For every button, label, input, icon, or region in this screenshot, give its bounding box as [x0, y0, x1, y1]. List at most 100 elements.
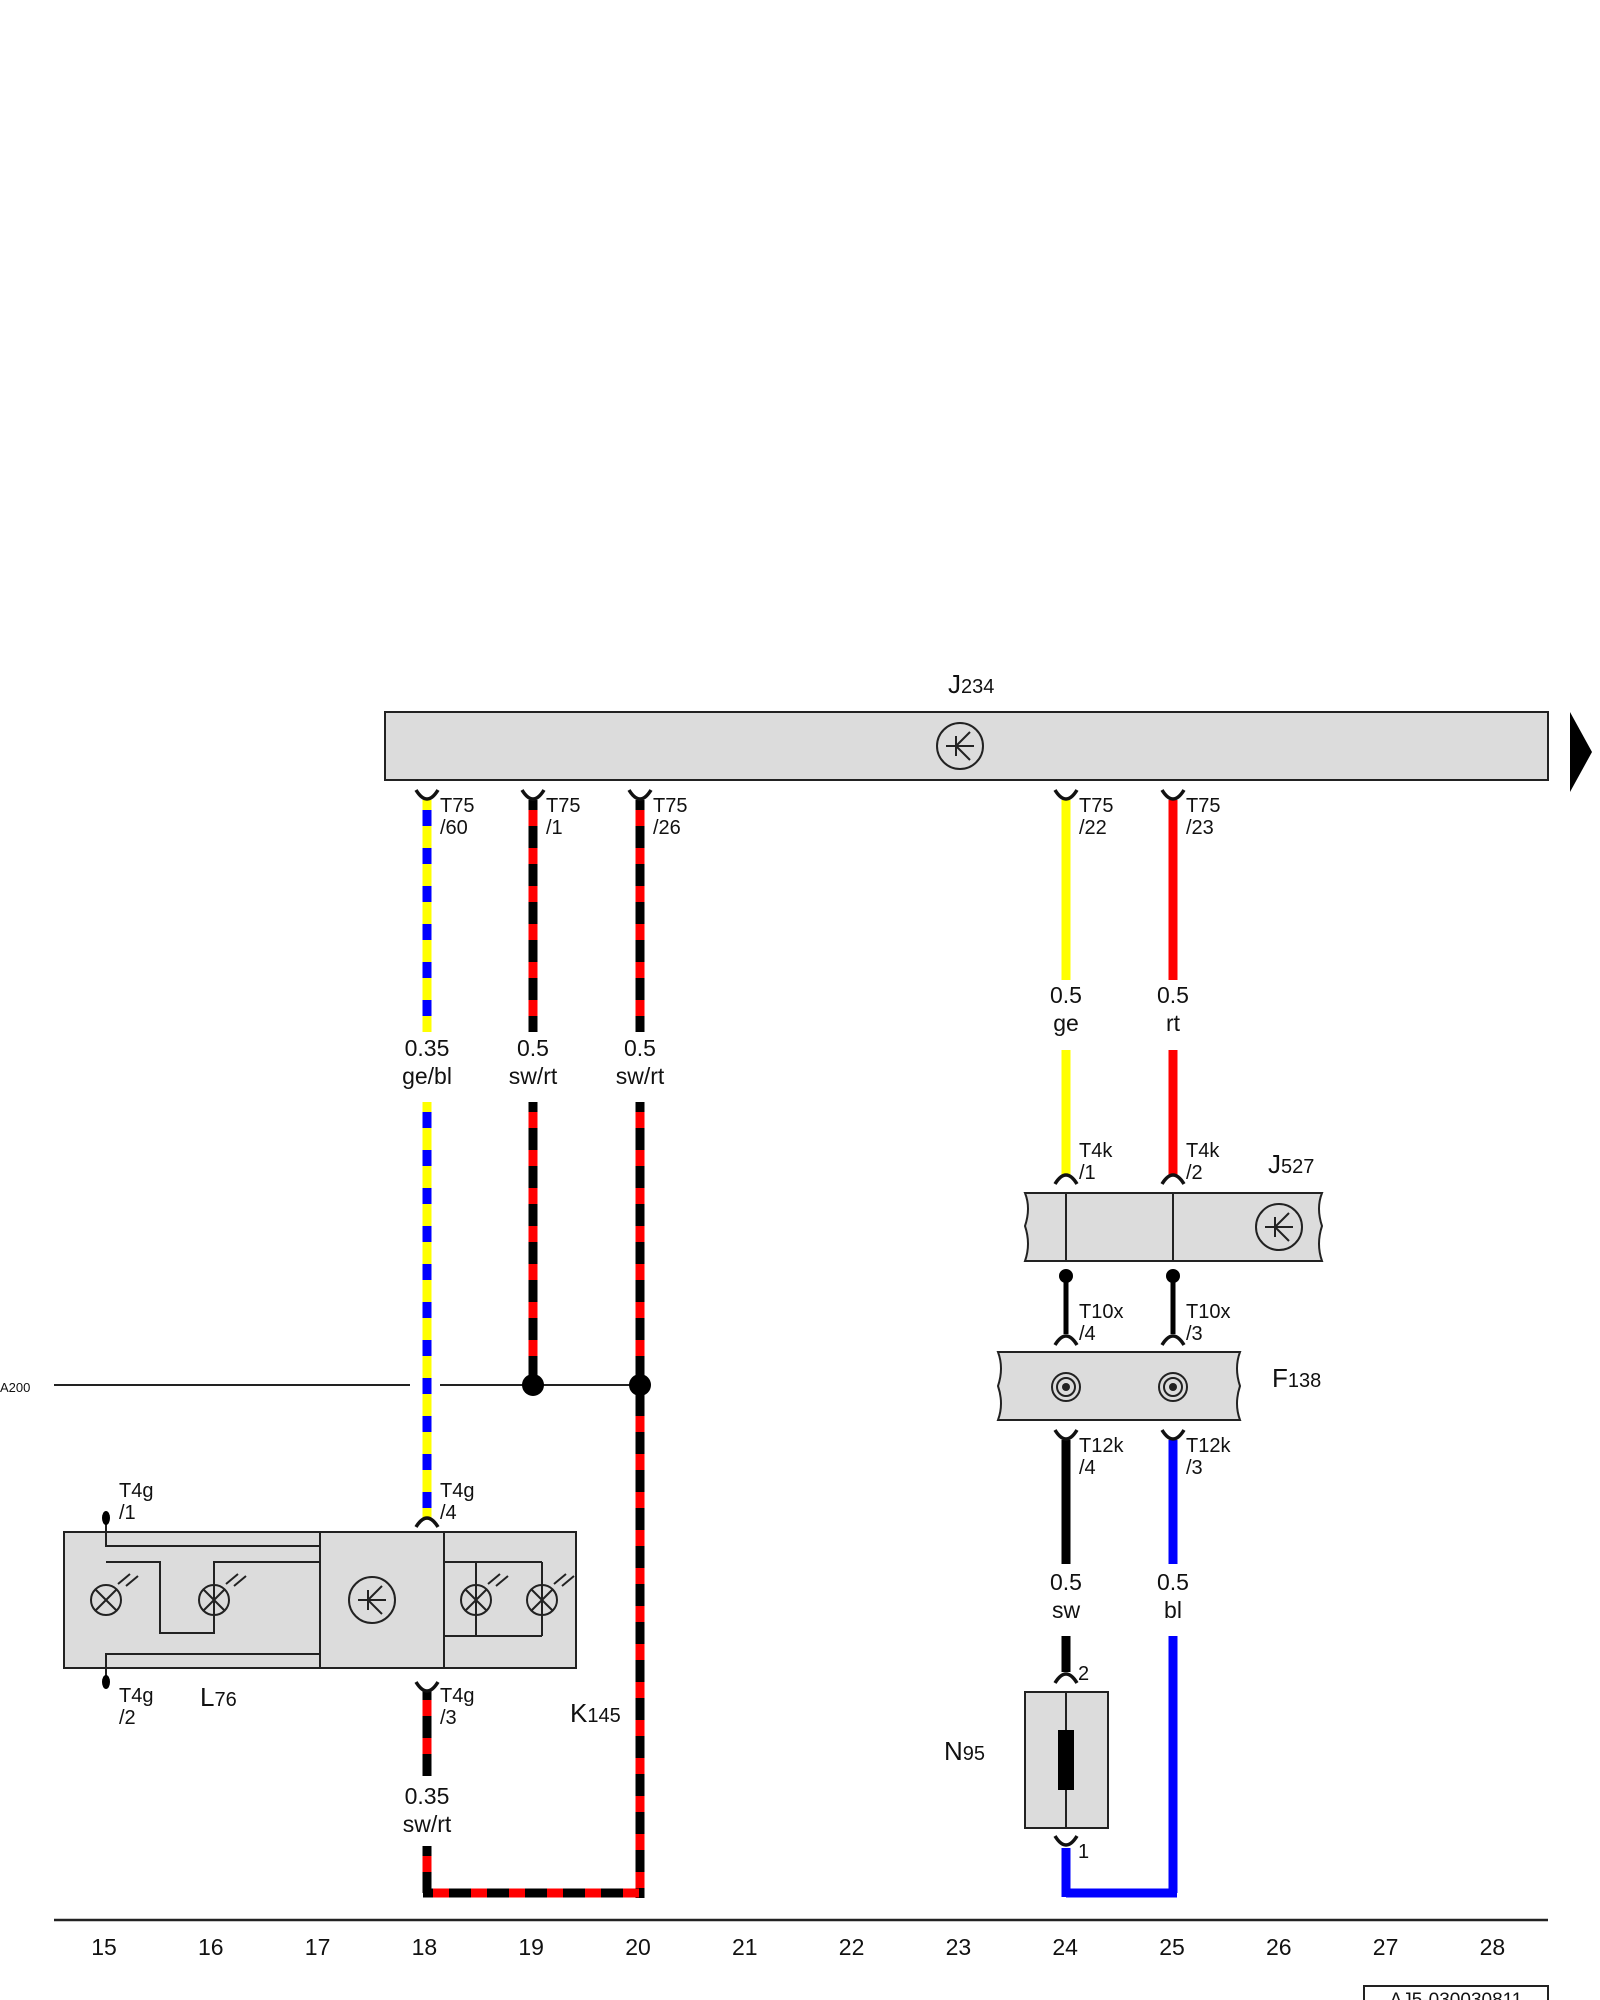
pin-t75-22-connector-icon [1053, 789, 1079, 801]
wire-size-w_1: 0.5 [517, 1035, 549, 1061]
wire-size-w_sw: 0.5 [1050, 1569, 1082, 1595]
j234-label: J234 [948, 669, 994, 699]
grid-number-17: 17 [305, 1934, 331, 1960]
pin-n95-2-label: 2 [1078, 1663, 1089, 1685]
splice-point-24 [1059, 1269, 1073, 1283]
reference-frame [1363, 1985, 1549, 2000]
pin-t75-26-label: T75/26 [653, 795, 687, 839]
pin-t75-60-connector-icon [414, 789, 440, 801]
pin-t10x-3-connector-icon [1160, 1334, 1186, 1346]
l76-bus-top [105, 1532, 320, 1547]
pin-t75-1-connector-icon [520, 789, 546, 801]
grid-number-19: 19 [518, 1934, 544, 1960]
resistor-icon [1058, 1730, 1074, 1790]
wire-color-w_l76: sw/rt [403, 1811, 452, 1837]
pin-t4g-2-label: T4g/2 [119, 1685, 153, 1729]
l76-label: L76 [200, 1682, 237, 1712]
grid-number-23: 23 [946, 1934, 972, 1960]
pin-t75-26-connector-icon [627, 789, 653, 801]
k145-label: K145 [570, 1698, 621, 1728]
splice-point-20 [629, 1374, 651, 1396]
pin-n95-1-label: 1 [1078, 1841, 1089, 1863]
splice-point-25 [1166, 1269, 1180, 1283]
l76-inner-loop [106, 1561, 320, 1634]
grid-number-18: 18 [412, 1934, 438, 1960]
pin-t4k-1-label: T4k/1 [1079, 1140, 1113, 1184]
pin-t75-23-connector-icon [1160, 789, 1186, 801]
component-j234: J234 [384, 669, 1592, 792]
pin-t4g-3-label: T4g/3 [440, 1685, 474, 1729]
component-l76: L76 K145 [63, 1511, 621, 1728]
wire-color-w_sw: sw [1052, 1597, 1081, 1623]
grid-number-24: 24 [1052, 1934, 1078, 1960]
pin-t75-23-label: T75/23 [1186, 795, 1220, 839]
pin-t75-22-label: T75/22 [1079, 795, 1113, 839]
f138-label: F138 [1272, 1363, 1321, 1393]
wire-color-w_bl: bl [1164, 1597, 1182, 1623]
continuation-arrow-icon [1570, 712, 1592, 792]
wire-color-w_22: ge [1053, 1010, 1079, 1036]
electronic-module-icon [1255, 1203, 1303, 1251]
electronic-module-icon [348, 1576, 396, 1624]
pin-t12k-4-connector-icon [1053, 1429, 1079, 1441]
wire-size-w_26: 0.5 [624, 1035, 656, 1061]
grid-number-27: 27 [1373, 1934, 1399, 1960]
pin-t75-1-label: T75/1 [546, 795, 580, 839]
pin-t4g-4-connector-icon [414, 1516, 440, 1528]
grid-number-26: 26 [1266, 1934, 1292, 1960]
component-j527: J527 [1023, 1149, 1324, 1262]
bulb-icon [526, 1573, 575, 1616]
grid-number-28: 28 [1480, 1934, 1506, 1960]
grid-number-16: 16 [198, 1934, 224, 1960]
pin-t10x-4-label: T10x/4 [1079, 1301, 1123, 1345]
grid-ruler: 15 16 17 18 19 20 21 22 23 24 25 26 27 28 [91, 1934, 1505, 1960]
wire-size-w_22: 0.5 [1050, 982, 1082, 1008]
wire-layer [422, 800, 1178, 1898]
splice-point-19 [522, 1374, 544, 1396]
reference-box: AJ5-030030811 [1363, 1985, 1549, 2000]
wire-color-w_60: ge/bl [402, 1063, 452, 1089]
component-f138: F138 [996, 1351, 1321, 1421]
grid-number-20: 20 [625, 1934, 651, 1960]
wire-label-layer: 0.35ge/bl0.5sw/rt0.5sw/rt0.5ge0.5rt0.5sw… [402, 982, 1189, 1837]
pin-t12k-3-connector-icon [1160, 1429, 1186, 1441]
pin-t10x-3-label: T10x/3 [1186, 1301, 1230, 1345]
pin-n95-1-connector-icon [1053, 1835, 1079, 1847]
n95-label: N95 [944, 1736, 985, 1766]
grid-number-25: 25 [1159, 1934, 1185, 1960]
component-n95: N95 [944, 1691, 1109, 1829]
wire-color-w_26: sw/rt [616, 1063, 665, 1089]
wire-size-w_bl: 0.5 [1157, 1569, 1189, 1595]
wire-size-w_l76: 0.35 [405, 1783, 450, 1809]
bulb-icon [198, 1573, 247, 1616]
wire-size-w_60: 0.35 [405, 1035, 450, 1061]
wire-color-w_1: sw/rt [509, 1063, 558, 1089]
clock-spring-icon [1158, 1372, 1188, 1402]
bulb-icon [460, 1573, 509, 1616]
bulb-icon [90, 1573, 139, 1616]
grid-number-21: 21 [732, 1934, 758, 1960]
pin-n95-2-connector-icon [1053, 1672, 1079, 1684]
pin-t4g-3-connector-icon [414, 1681, 440, 1693]
pin-t10x-4-connector-icon [1053, 1334, 1079, 1346]
ground-connection-a200: A200 [0, 1374, 651, 1396]
wire-size-w_23: 0.5 [1157, 982, 1189, 1008]
pin-t12k-4-label: T12k/4 [1079, 1435, 1124, 1479]
f138-housing [996, 1351, 1242, 1421]
pin-t75-60-label: T75/60 [440, 795, 474, 839]
pin-t4k-1-connector-icon [1053, 1173, 1079, 1185]
pin-t4k-2-connector-icon [1160, 1173, 1186, 1185]
wire-color-w_23: rt [1166, 1010, 1181, 1036]
grid-number-22: 22 [839, 1934, 865, 1960]
clock-spring-icon [1051, 1372, 1081, 1402]
l76-bus-bottom [105, 1653, 320, 1668]
pin-t4k-2-label: T4k/2 [1186, 1140, 1220, 1184]
electronic-module-icon [936, 722, 984, 770]
grid-number-15: 15 [91, 1934, 117, 1960]
pin-t12k-3-label: T12k/3 [1186, 1435, 1231, 1479]
reference-code: AJ5-030030811 [1390, 1990, 1523, 2000]
pin-t4g-4-label: T4g/4 [440, 1480, 474, 1524]
